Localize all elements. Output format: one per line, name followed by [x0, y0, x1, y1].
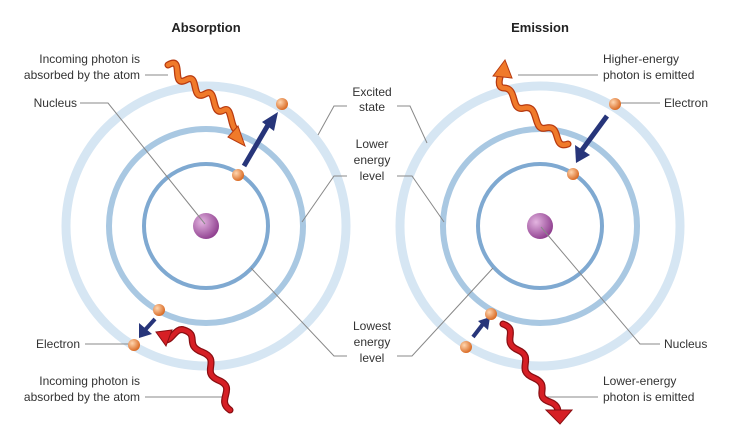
- label-excited-line2: state: [359, 100, 385, 114]
- leader-excited-right: [397, 105, 428, 144]
- emission-electron-lower: [567, 168, 579, 180]
- absorption-electron-bottom: [128, 339, 140, 351]
- leader-lower: [301, 175, 347, 223]
- leader-lowest-right: [397, 267, 494, 357]
- emission-excited-orbit: [395, 81, 685, 371]
- label-absorb-bottom-photon-line1: Incoming photon is: [39, 374, 140, 388]
- absorption-lowest-orbit: [142, 162, 270, 290]
- emission-lowest-orbit: [476, 162, 604, 290]
- absorption-incoming-photon-top: [164, 59, 246, 148]
- label-lowest-line1: Lowest: [353, 319, 392, 333]
- label-lower-line3: level: [360, 169, 385, 183]
- label-lower-line2: energy: [354, 153, 391, 167]
- label-excited-line1: Excited: [352, 85, 391, 99]
- absorption-excited-orbit: [61, 81, 351, 371]
- absorption-title: Absorption: [171, 20, 240, 35]
- leader-lines: [80, 74, 660, 398]
- leader-excited: [317, 105, 347, 136]
- leader-absorb-nucleus: [80, 102, 206, 225]
- absorption-atom: [61, 81, 351, 371]
- label-emit-lower-photon-line1: Lower-energy: [603, 374, 676, 388]
- absorption-electron-jump-down-arrow: [139, 317, 157, 338]
- label-emit-higher-photon-line2: photon is emitted: [603, 68, 694, 82]
- label-emit-lower-photon-line2: photon is emitted: [603, 390, 694, 404]
- label-emit-nucleus: Nucleus: [664, 337, 707, 351]
- emission-lower-energy-photon: [499, 320, 574, 425]
- leader-lowest: [250, 267, 347, 357]
- leader-lower-right: [397, 175, 445, 223]
- emission-higher-energy-photon: [492, 58, 572, 149]
- absorption-incoming-photon-bottom: [155, 326, 234, 414]
- absorption-lower-orbit: [106, 126, 306, 326]
- emission-electron-excited: [609, 98, 621, 110]
- absorption-electron-jump-up-arrow: [241, 112, 278, 168]
- label-emit-electron: Electron: [664, 96, 708, 110]
- emission-electron-drop-arrow: [575, 114, 610, 163]
- label-absorb-bottom-photon-line2: absorbed by the atom: [24, 390, 140, 404]
- label-absorb-electron: Electron: [36, 337, 80, 351]
- emission-electron-drop-small-arrow: [471, 317, 490, 339]
- label-lowest-line3: level: [360, 351, 385, 365]
- absorption-electron-excited: [276, 98, 288, 110]
- label-absorb-top-photon-line1: Incoming photon is: [39, 52, 140, 66]
- emission-electron-bottom: [460, 341, 472, 353]
- label-absorb-nucleus: Nucleus: [34, 96, 77, 110]
- absorption-electron-lower: [232, 169, 244, 181]
- label-lowest-line2: energy: [354, 335, 391, 349]
- emission-electron-bottom-upper: [485, 308, 497, 320]
- emission-nucleus: [527, 213, 553, 239]
- absorption-nucleus: [193, 213, 219, 239]
- emission-title: Emission: [511, 20, 569, 35]
- label-emit-higher-photon-line1: Higher-energy: [603, 52, 679, 66]
- label-lower-line1: Lower: [356, 137, 389, 151]
- label-absorb-top-photon-line2: absorbed by the atom: [24, 68, 140, 82]
- leader-emit-nucleus: [540, 226, 660, 345]
- absorption-electron-bottom-upper: [153, 304, 165, 316]
